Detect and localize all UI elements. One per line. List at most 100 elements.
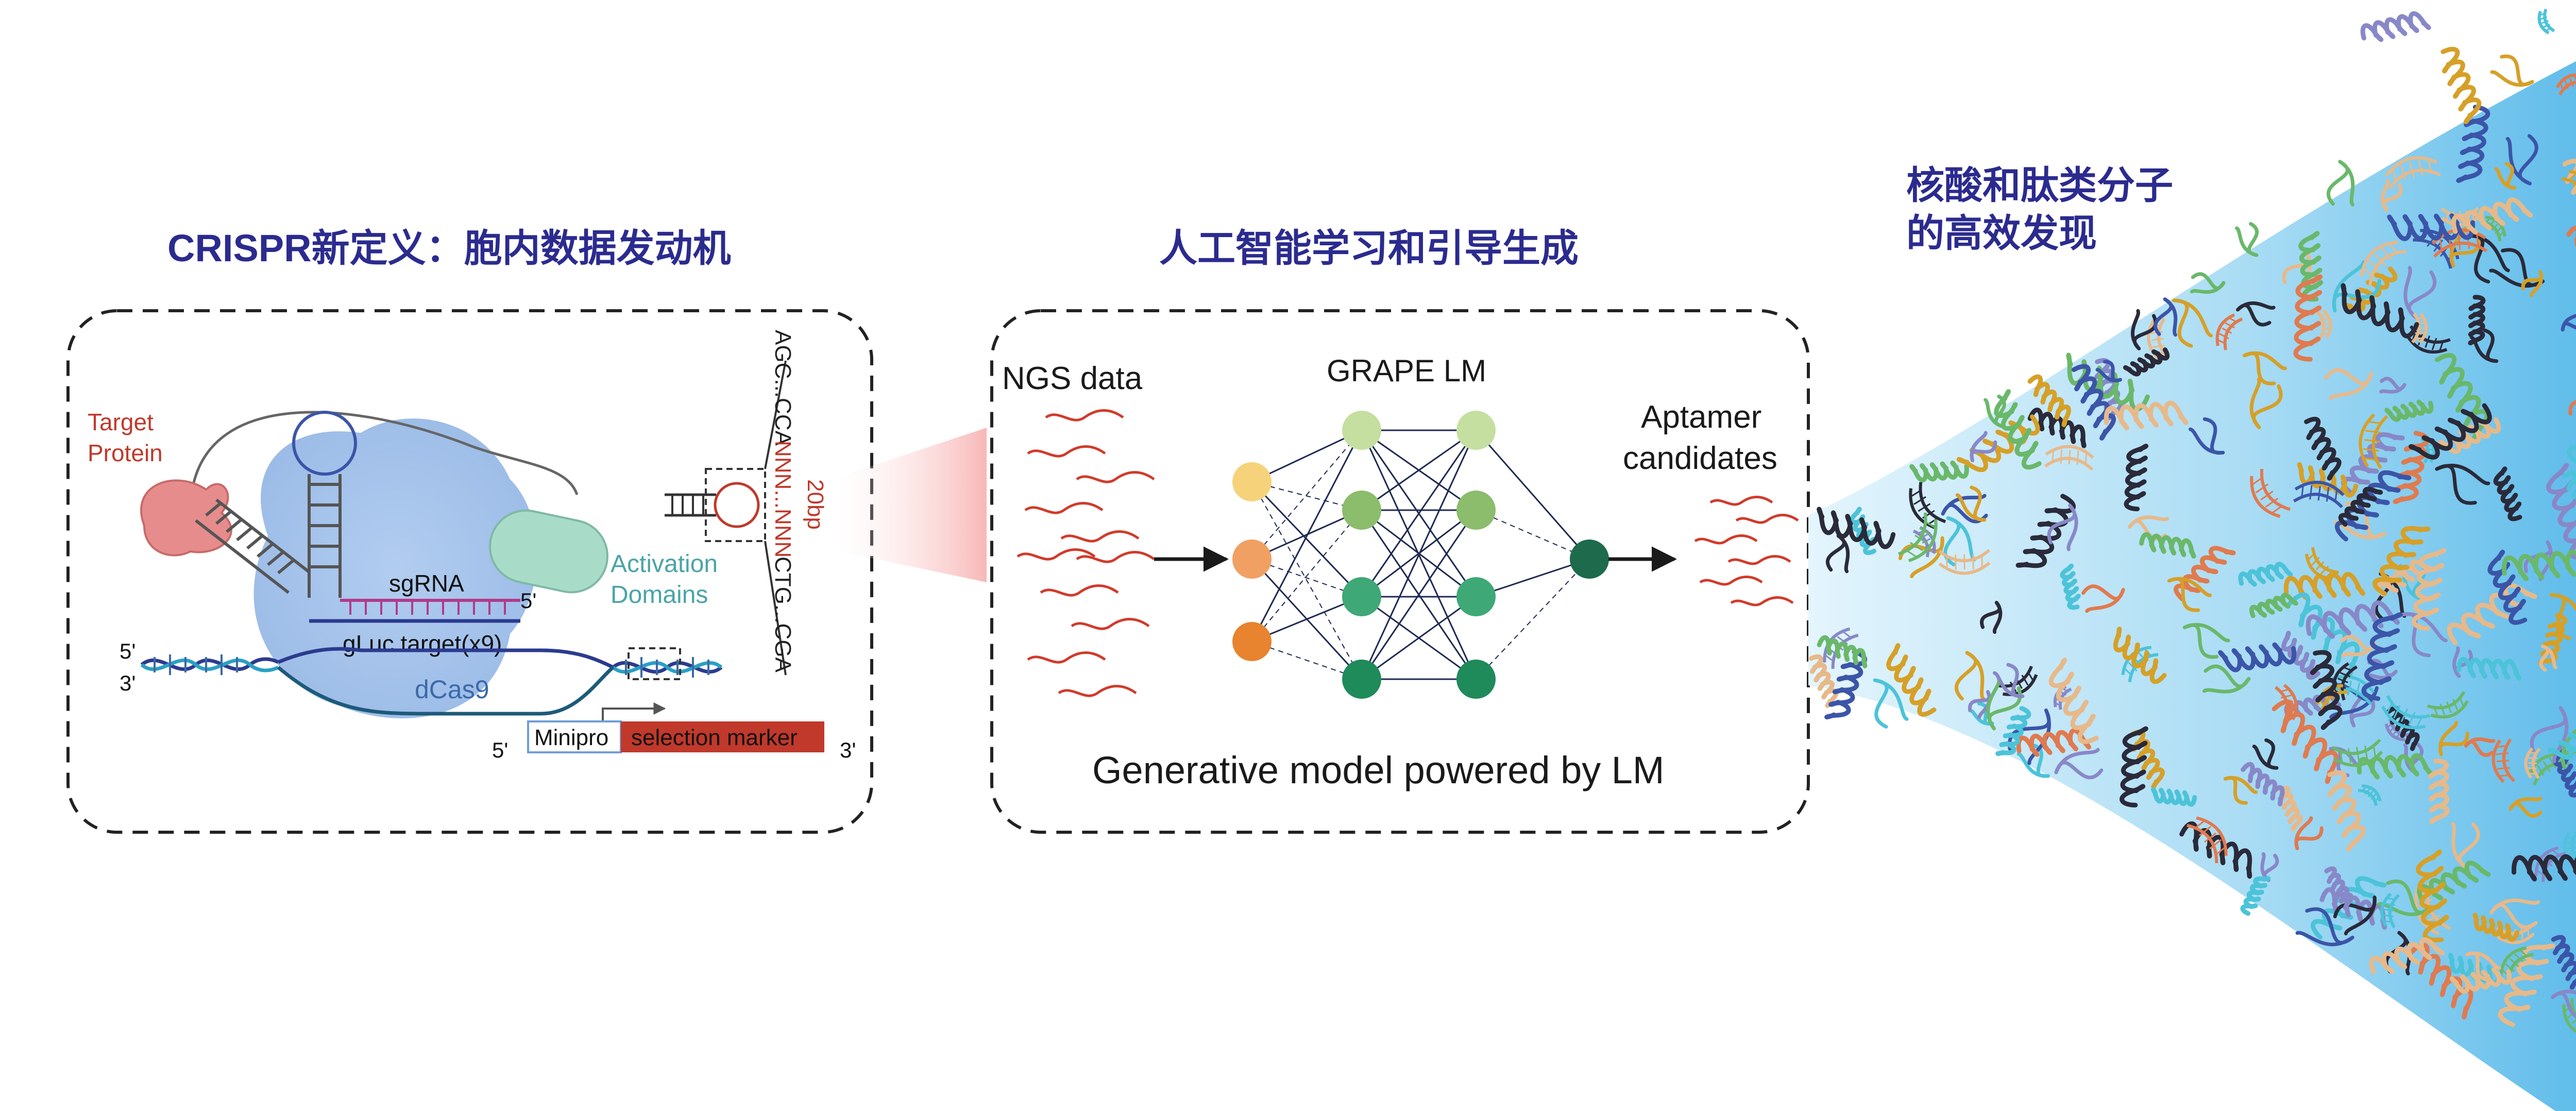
molecule-structure	[2304, 547, 2339, 581]
molecule-structure	[2340, 634, 2377, 658]
molecule-structure	[2521, 270, 2544, 297]
sequence-bottom: CTG...CGA	[770, 557, 795, 673]
molecule-structure	[2501, 549, 2576, 581]
molecule-structure	[2306, 600, 2400, 639]
crispr-panel-title: CRISPR新定义：胞内数据发动机	[167, 227, 731, 270]
molecule-structure	[2411, 312, 2428, 344]
molecule-structure	[1824, 649, 1867, 720]
network-edge	[1476, 558, 1590, 598]
molecule-structure	[2411, 548, 2446, 631]
molecule-structure	[2324, 368, 2374, 400]
molecule-structure	[2561, 311, 2576, 332]
molecule-structure	[2324, 866, 2353, 911]
molecule-structure	[2241, 762, 2285, 806]
aptamer-label-1: Aptamer	[1641, 399, 1761, 435]
ngs-read	[1040, 584, 1119, 597]
activation-label-2: Domains	[611, 581, 708, 609]
discovery-title-line2: 的高效发现	[1906, 212, 2097, 255]
molecule-structure	[2393, 431, 2430, 504]
hidden-node	[1342, 660, 1381, 699]
molecule-structure	[2238, 562, 2293, 587]
molecule-structure	[2182, 622, 2230, 659]
molecule-structure	[1898, 536, 1944, 579]
output-node	[1570, 540, 1609, 579]
molecule-structure	[2304, 416, 2342, 481]
molecule-structure	[2252, 738, 2279, 770]
molecule-structure	[1886, 643, 1937, 717]
molecule-structure	[2139, 532, 2196, 559]
sgrna-strand	[340, 599, 520, 615]
aptamer-hairpin	[665, 468, 766, 542]
minipro-box	[527, 720, 622, 753]
molecule-structure	[2369, 937, 2445, 974]
molecule-structure	[2451, 822, 2480, 870]
dna-three-prime-label: 3'	[120, 671, 135, 695]
ngs-read	[1076, 551, 1155, 563]
molecule-structure	[2331, 738, 2383, 767]
aptamer-read	[1735, 514, 1799, 524]
ngs-read	[1076, 471, 1155, 483]
molecule-structure	[2333, 896, 2377, 936]
molecule-structure	[2016, 728, 2091, 757]
grape-panel-title: 人工智能学习和引导生成	[1159, 227, 1579, 270]
aptamer-read	[1699, 576, 1763, 586]
molecule-structure	[2274, 684, 2298, 722]
molecule-structure	[2187, 816, 2228, 864]
network-edge	[1251, 596, 1362, 643]
selection-marker-label: selection marker	[631, 725, 798, 750]
network-edge	[1361, 596, 1477, 680]
molecule-structure	[1938, 549, 1991, 575]
network-edge	[1251, 510, 1362, 642]
molecule-structure	[2451, 197, 2533, 235]
molecule-structure	[2047, 503, 2078, 551]
molecule-structure	[1955, 485, 1987, 522]
molecule-structure	[2044, 445, 2094, 471]
molecule-structure	[2015, 494, 2076, 568]
length-label-20bp: 20bp	[803, 479, 828, 530]
molecule-structure	[2399, 612, 2448, 658]
discovery-beam	[1808, 61, 2576, 1111]
molecule-structure	[2095, 360, 2122, 382]
aptamer-read	[1694, 534, 1758, 545]
molecule-structure	[1909, 460, 1969, 482]
ngs-read	[1027, 651, 1106, 664]
molecule-structure	[1817, 635, 1868, 668]
molecule-structure	[1954, 651, 1985, 701]
molecule-structure	[2550, 989, 2576, 1019]
molecule-structure	[2297, 462, 2359, 498]
molecule-structure	[2555, 73, 2576, 96]
molecule-structure	[2381, 695, 2431, 730]
molecule-structure	[2249, 377, 2283, 429]
generative-model-caption: Generative model powered by LM	[1092, 749, 1665, 792]
molecule-structure	[2243, 351, 2287, 385]
molecule-structure	[2489, 248, 2545, 288]
helix-zoom-box	[628, 647, 681, 680]
molecule-structure	[2120, 726, 2148, 807]
molecule-structure	[2494, 162, 2517, 190]
molecule-structure	[2416, 849, 2449, 942]
minipro-label: Minipro	[534, 725, 608, 750]
hidden-node	[1342, 577, 1381, 616]
ngs-read	[1060, 530, 1140, 543]
sequence-bracket	[764, 360, 787, 676]
molecule-structure	[2360, 240, 2407, 286]
molecule-structure	[1994, 389, 2042, 470]
molecule-structure	[2315, 309, 2332, 340]
molecule-structure	[2449, 967, 2512, 994]
sgrna-hairpin-left	[195, 498, 310, 594]
molecule-structure	[2377, 559, 2432, 597]
molecule-structure	[2359, 413, 2388, 469]
molecule-structure	[2202, 664, 2251, 694]
molecule-cloud	[1808, 8, 2576, 1038]
discovery-panel: 核酸和肽类分子 的高效发现	[1808, 8, 2576, 1111]
hidden-node	[1342, 411, 1381, 450]
molecule-structure	[2452, 646, 2473, 678]
target-protein-shape	[140, 479, 232, 557]
molecule-structure	[2341, 283, 2419, 339]
hidden-node	[1456, 577, 1496, 616]
crispr-panel: CRISPR新定义：胞内数据发动机 Target Protein Activat…	[66, 227, 873, 834]
molecule-structure	[2372, 526, 2431, 596]
aptamer-read	[1727, 555, 1791, 565]
grape-lm-panel: 人工智能学习和引导生成 NGS data GRAPE LM Aptamer ca…	[990, 227, 1810, 834]
molecule-structure	[2379, 377, 2406, 394]
